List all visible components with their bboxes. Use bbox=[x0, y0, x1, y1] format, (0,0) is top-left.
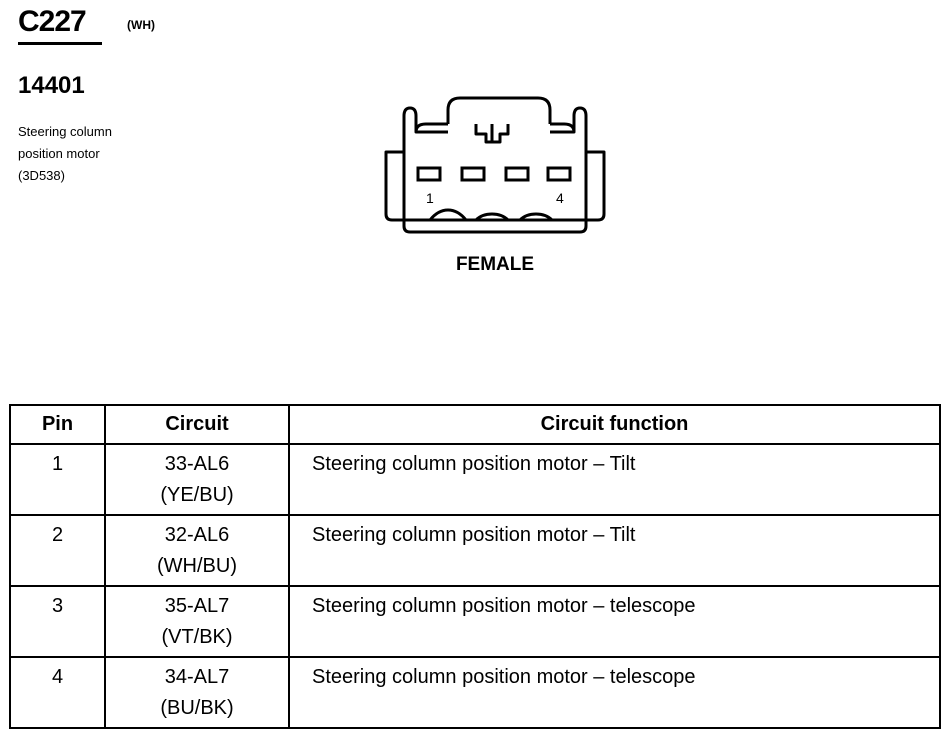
header-pin: Pin bbox=[9, 404, 106, 445]
wire-color: (BU/BK) bbox=[160, 697, 234, 719]
table-row: 1 33-AL6 (YE/BU) Steering column positio… bbox=[9, 443, 941, 516]
connector-id: C227 bbox=[18, 5, 87, 38]
component-description-line: position motor bbox=[18, 146, 100, 161]
component-description-line: (3D538) bbox=[18, 168, 65, 183]
table-row: 2 32-AL6 (WH/BU) Steering column positio… bbox=[9, 514, 941, 587]
circuit-cell: 34-AL7 (BU/BK) bbox=[104, 656, 290, 729]
connector-id-underline bbox=[18, 42, 102, 45]
wire-color: (YE/BU) bbox=[160, 484, 234, 506]
component-description-line: Steering column bbox=[18, 124, 112, 139]
connector-right-wall bbox=[550, 106, 588, 152]
connector-right-flange bbox=[586, 150, 606, 222]
header-function: Circuit function bbox=[288, 404, 941, 445]
circuit-cell: 35-AL7 (VT/BK) bbox=[104, 585, 290, 658]
terminal-cavity bbox=[460, 166, 486, 182]
function-cell: Steering column position motor – telesco… bbox=[288, 585, 941, 658]
pin-cell: 4 bbox=[9, 656, 106, 729]
connector-color: (WH) bbox=[127, 18, 155, 32]
terminal-cavity bbox=[504, 166, 530, 182]
wire-color: (VT/BK) bbox=[161, 626, 233, 648]
component-description: Steering column position motor (3D538) bbox=[18, 121, 112, 187]
header-circuit: Circuit bbox=[104, 404, 290, 445]
circuit-number: 35-AL7 bbox=[164, 595, 230, 617]
pinout-table: Pin Circuit Circuit function 1 33-AL6 (Y… bbox=[9, 404, 941, 729]
connector-left-flange bbox=[384, 150, 404, 222]
circuit-cell: 32-AL6 (WH/BU) bbox=[104, 514, 290, 587]
terminal-cavity bbox=[416, 166, 442, 182]
circuit-number: 32-AL6 bbox=[164, 524, 230, 546]
pin-cell: 2 bbox=[9, 514, 106, 587]
table-row: 4 34-AL7 (BU/BK) Steering column positio… bbox=[9, 656, 941, 729]
connector-base bbox=[402, 220, 588, 234]
function-cell: Steering column position motor – Tilt bbox=[288, 443, 941, 516]
view-label: FEMALE bbox=[455, 254, 535, 275]
pin-label-last: 4 bbox=[556, 190, 564, 206]
circuit-number: 33-AL6 bbox=[164, 453, 230, 475]
connector-face-diagram: 1 4 bbox=[384, 96, 606, 234]
pin-cell: 3 bbox=[9, 585, 106, 658]
circuit-number: 34-AL7 bbox=[164, 666, 230, 688]
circuit-cell: 33-AL6 (YE/BU) bbox=[104, 443, 290, 516]
connector-bottom-ridge bbox=[414, 208, 576, 222]
function-cell: Steering column position motor – telesco… bbox=[288, 656, 941, 729]
connector-left-wall bbox=[402, 106, 448, 152]
part-number: 14401 bbox=[18, 72, 85, 99]
table-row: 3 35-AL7 (VT/BK) Steering column positio… bbox=[9, 585, 941, 658]
table-header-row: Pin Circuit Circuit function bbox=[9, 404, 941, 445]
connector-latch-hood bbox=[446, 96, 552, 124]
wire-color: (WH/BU) bbox=[157, 555, 237, 577]
function-cell: Steering column position motor – Tilt bbox=[288, 514, 941, 587]
terminal-cavity bbox=[546, 166, 572, 182]
pin-label-first: 1 bbox=[426, 190, 434, 206]
pin-cell: 1 bbox=[9, 443, 106, 516]
